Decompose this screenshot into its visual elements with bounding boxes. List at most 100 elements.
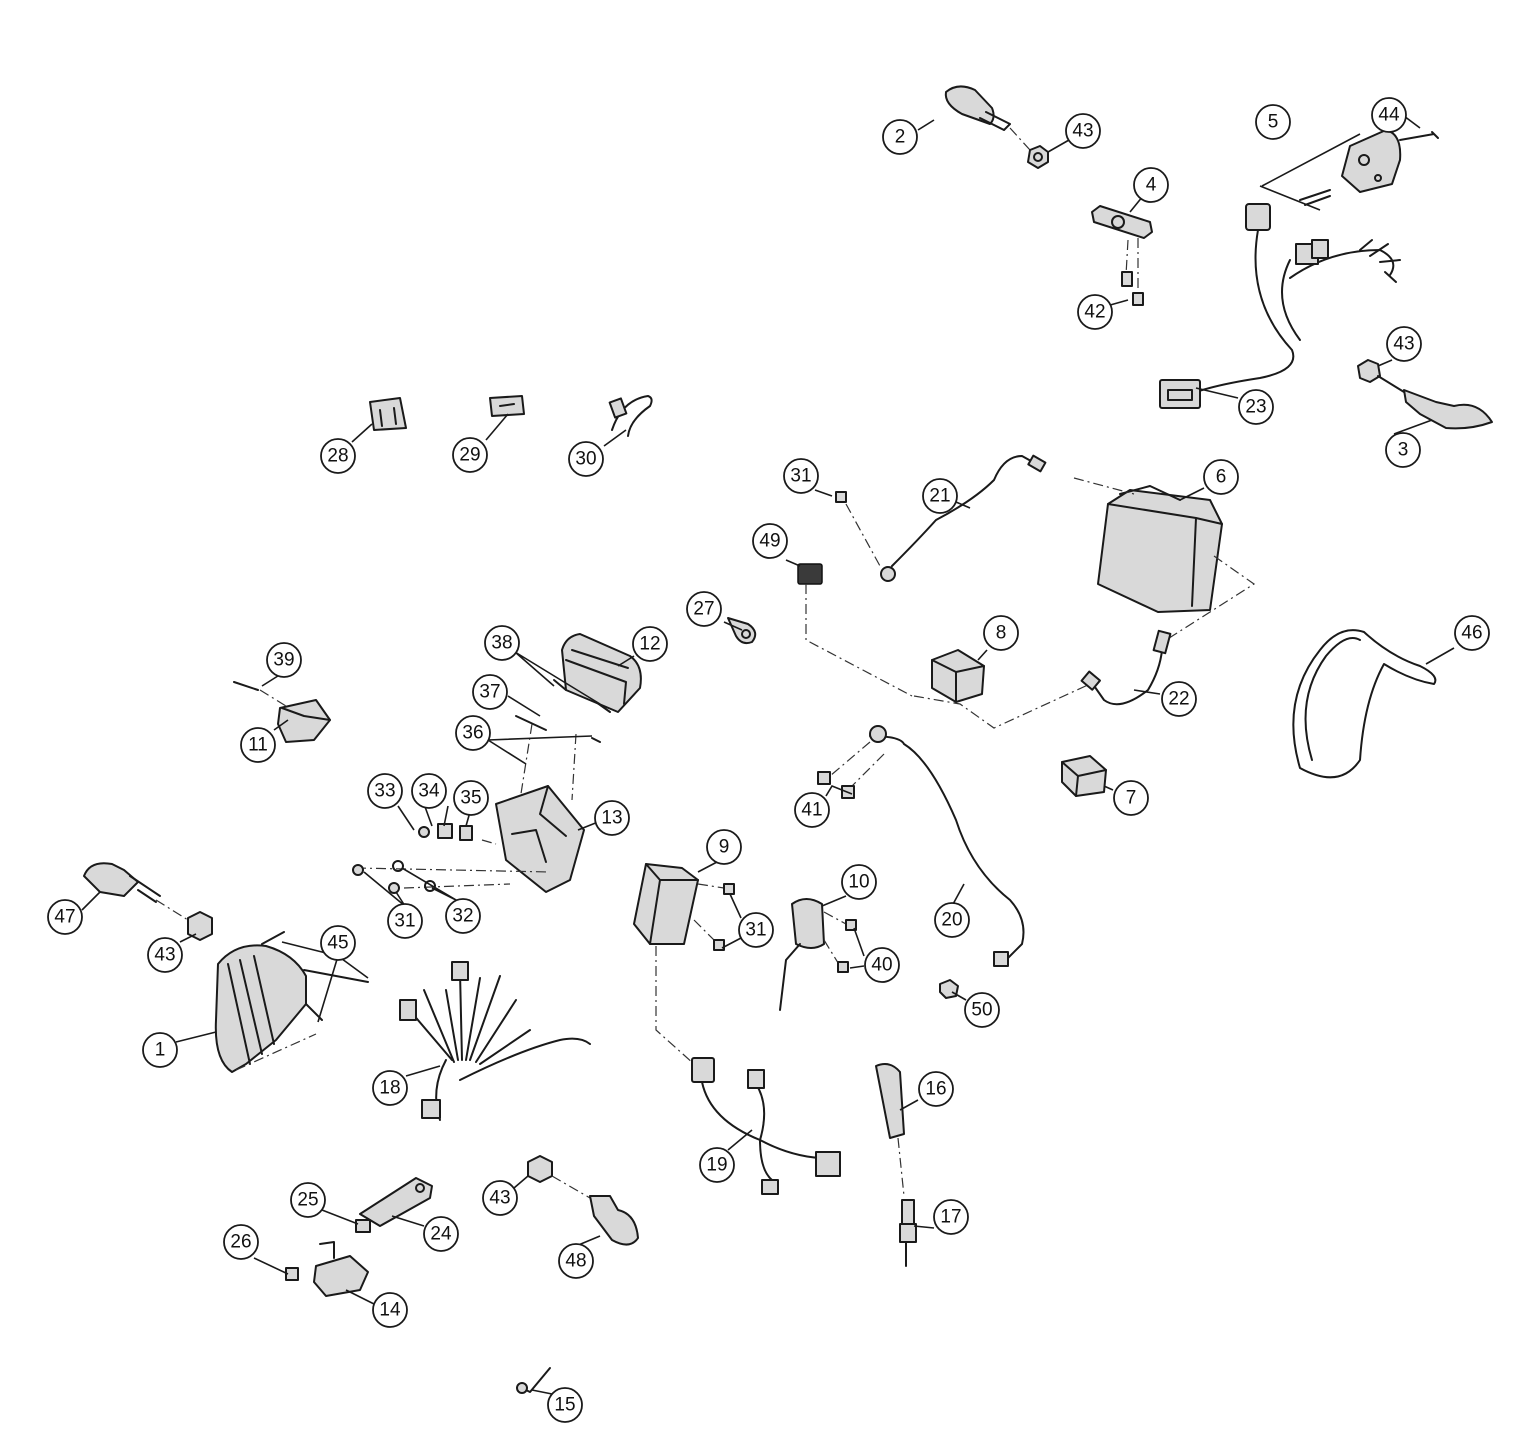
- callout-2: 2: [882, 119, 918, 155]
- svg-text:43: 43: [1072, 121, 1093, 142]
- part-spark-plug-17: [899, 1199, 917, 1267]
- svg-text:10: 10: [848, 872, 869, 893]
- svg-text:25: 25: [297, 1190, 318, 1211]
- svg-text:18: 18: [379, 1078, 400, 1099]
- callout-44: 44: [1371, 97, 1407, 133]
- part-instrument-cluster-12: [561, 633, 642, 713]
- svg-text:21: 21: [929, 486, 950, 507]
- svg-text:43: 43: [489, 1188, 510, 1209]
- callout-19: 19: [699, 1147, 735, 1183]
- callout-11: 11: [240, 727, 276, 763]
- callout-40: 40: [864, 947, 900, 983]
- part-switch-11: [233, 681, 331, 743]
- svg-text:30: 30: [575, 449, 596, 470]
- part-starter-relay-8: [913, 649, 1091, 729]
- callout-43: 43: [1386, 326, 1422, 362]
- svg-text:46: 46: [1461, 623, 1482, 644]
- part-ignition-coil-10: [779, 898, 857, 1011]
- callout-43: 43: [1065, 113, 1101, 149]
- callout-10: 10: [841, 864, 877, 900]
- callout-41: 41: [794, 792, 830, 828]
- callout-8: 8: [983, 615, 1019, 651]
- springs-38-37-36: [515, 679, 611, 801]
- part-bracket-4: [1091, 205, 1153, 295]
- svg-text:11: 11: [248, 735, 268, 756]
- part-cable-22: [1080, 629, 1172, 706]
- callout-6: 6: [1203, 459, 1239, 495]
- callout-39: 39: [266, 642, 302, 678]
- part-license-light-14: [313, 1241, 369, 1297]
- part-cable-strap-30: [608, 395, 653, 437]
- svg-text:12: 12: [639, 634, 660, 655]
- svg-text:24: 24: [430, 1224, 452, 1245]
- svg-text:2: 2: [895, 127, 906, 148]
- svg-text:17: 17: [940, 1207, 961, 1228]
- callout-43: 43: [147, 937, 183, 973]
- part-clip-28: [369, 397, 407, 431]
- part-turn-signal-rear-right: [1377, 375, 1493, 430]
- part-battery-strap-46: [1292, 629, 1437, 779]
- svg-text:39: 39: [273, 650, 294, 671]
- part-cable-20: [829, 725, 1025, 967]
- callout-45: 45: [320, 925, 356, 961]
- svg-text:36: 36: [462, 723, 483, 744]
- part-wiring-harness-19: [691, 1057, 841, 1195]
- svg-text:32: 32: [452, 906, 473, 927]
- bolts-41: [817, 771, 855, 799]
- svg-text:41: 41: [801, 800, 822, 821]
- nut-left: [187, 911, 213, 941]
- svg-text:15: 15: [554, 1395, 575, 1416]
- callout-25: 25: [290, 1182, 326, 1218]
- svg-text:37: 37: [479, 682, 500, 703]
- svg-text:3: 3: [1398, 440, 1409, 461]
- svg-text:31: 31: [745, 920, 766, 941]
- svg-text:22: 22: [1168, 689, 1189, 710]
- svg-text:33: 33: [374, 781, 395, 802]
- svg-text:16: 16: [925, 1079, 946, 1100]
- part-turn-signal-front-right: [944, 85, 1031, 151]
- callout-16: 16: [918, 1071, 954, 1107]
- callout-18: 18: [372, 1070, 408, 1106]
- svg-text:5: 5: [1268, 112, 1279, 133]
- callout-4: 4: [1133, 167, 1169, 203]
- callout-35: 35: [453, 780, 489, 816]
- svg-text:8: 8: [996, 623, 1007, 644]
- callout-22: 22: [1161, 681, 1197, 717]
- callout-31: 31: [387, 903, 423, 939]
- svg-text:40: 40: [871, 955, 892, 976]
- callout-48: 48: [558, 1243, 594, 1279]
- callout-21: 21: [922, 478, 958, 514]
- part-turn-signal-front-left: [83, 862, 189, 921]
- callout-14: 14: [372, 1292, 408, 1328]
- part-wiring-harness-23: [1159, 203, 1401, 409]
- callout-7: 7: [1113, 780, 1149, 816]
- part-regulator-5: [1259, 129, 1439, 211]
- callout-49: 49: [752, 523, 788, 559]
- callout-47: 47: [47, 899, 83, 935]
- svg-text:6: 6: [1216, 467, 1227, 488]
- callout-26: 26: [223, 1224, 259, 1260]
- part-fuse-49: [797, 563, 913, 697]
- part-turn-signal-rear-left: [589, 1195, 639, 1246]
- part-wiring-harness-18: [399, 961, 591, 1121]
- svg-text:13: 13: [601, 808, 622, 829]
- svg-text:47: 47: [54, 907, 75, 928]
- svg-text:44: 44: [1378, 105, 1400, 126]
- svg-text:35: 35: [460, 788, 481, 809]
- part-spark-plug-cap-16: [875, 1063, 905, 1197]
- callout-17: 17: [933, 1199, 969, 1235]
- svg-text:7: 7: [1126, 788, 1137, 809]
- callout-37: 37: [472, 674, 508, 710]
- callout-13: 13: [594, 800, 630, 836]
- callout-34: 34: [411, 773, 447, 809]
- nut-bottom: [527, 1155, 591, 1199]
- svg-text:45: 45: [327, 933, 348, 954]
- svg-text:4: 4: [1146, 175, 1157, 196]
- svg-text:27: 27: [693, 599, 714, 620]
- callout-31: 31: [738, 912, 774, 948]
- bolts-42: [1121, 271, 1144, 306]
- nut-top: [1027, 145, 1049, 169]
- callout-38: 38: [484, 625, 520, 661]
- part-mount-13: [355, 785, 585, 893]
